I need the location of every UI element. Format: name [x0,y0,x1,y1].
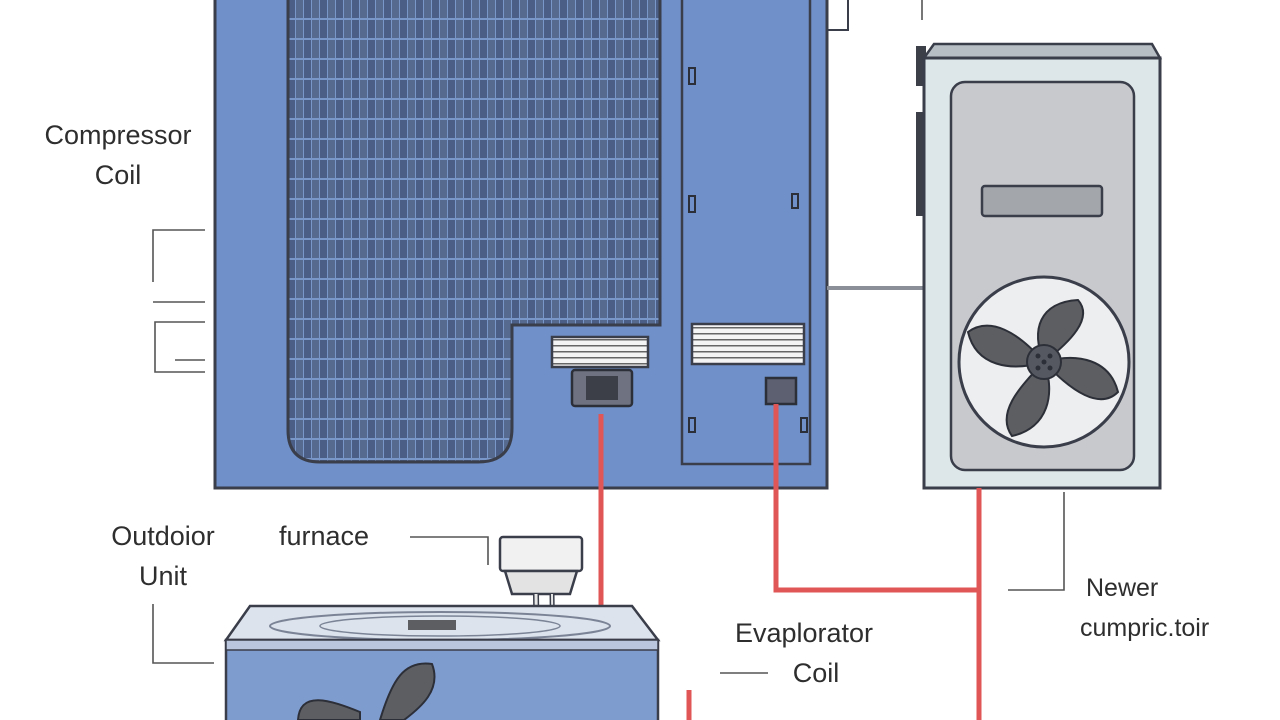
leader-lines [152,0,1065,674]
unit-display-slot [980,184,1104,218]
unit-fan-icon [957,275,1131,449]
outdoor-unit [223,604,661,720]
valve-block-left [550,335,650,369]
compressor-coil-housing [213,0,849,490]
newer-compressor-unit [916,42,1163,490]
outdoor-fan-icon [296,662,436,720]
coil-fins [286,0,662,464]
label-newer-compressor: Newer cumpric.toir [1080,574,1210,642]
label-evaporator-coil: Evaplorator Coil [734,618,874,688]
label-outdoor-unit: Outdoior Unit [111,521,215,591]
label-compressor-coil: Compressor Coil [44,120,192,190]
label-furnace: furnace [278,521,370,551]
valve-block-right [690,322,806,366]
valve-port-right [764,376,798,406]
